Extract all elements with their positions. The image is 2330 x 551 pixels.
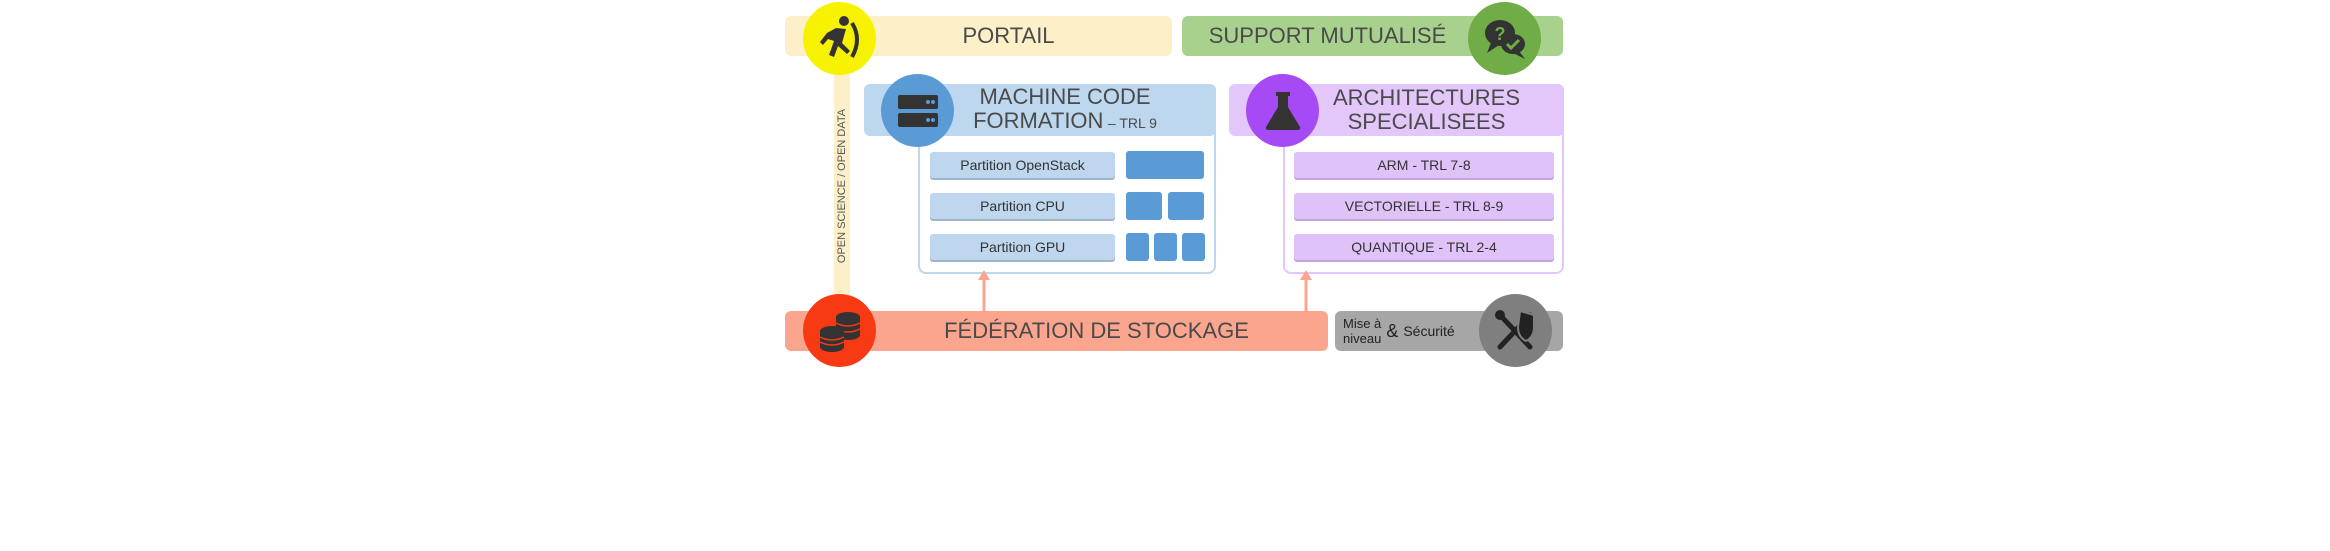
flask-icon: [1265, 91, 1300, 130]
support-label: SUPPORT MUTUALISÉ: [1208, 23, 1447, 48]
arch-icon-circle: [1246, 74, 1319, 147]
running-exit-icon: [819, 15, 859, 58]
partition-cpu-block: [1126, 192, 1162, 220]
machine-connector-arrowhead: [978, 270, 990, 280]
machine-trl: – TRL 9: [1107, 114, 1157, 131]
portail-icon-circle: [803, 2, 876, 75]
arch-connector-arrowhead: [1300, 270, 1312, 280]
maintenance-text-block: Mise à niveau: [1343, 316, 1381, 346]
maintenance-line1: Mise à: [1343, 316, 1382, 331]
open-data-bar: [834, 50, 850, 312]
partition-gpu-block: [1154, 233, 1177, 261]
arch-title-line1: ARCHITECTURES: [1332, 85, 1520, 110]
arch-item-quantique: QUANTIQUE - TRL 2-4: [1294, 234, 1554, 260]
partition-gpu-block: [1126, 233, 1149, 261]
support-icon-circle: ?: [1468, 2, 1541, 75]
arch-item-label: VECTORIELLE - TRL 8-9: [1344, 198, 1504, 214]
partition-openstack-block: [1126, 151, 1204, 179]
arch-item-arm: ARM - TRL 7-8: [1294, 152, 1554, 178]
partition-label: Partition OpenStack: [960, 157, 1085, 173]
stockage-bar: FÉDÉRATION DE STOCKAGE: [785, 311, 1328, 351]
partition-cpu: Partition CPU: [930, 193, 1115, 219]
question-chat-icon: ?: [1484, 19, 1525, 59]
tools-shield-icon: [1494, 309, 1535, 349]
portail-label: PORTAIL: [962, 23, 1055, 48]
maintenance-securite: Sécurité: [1403, 323, 1455, 339]
server-icon: [897, 94, 938, 127]
maintenance-line2: niveau: [1343, 331, 1382, 346]
arch-item-vectorielle: VECTORIELLE - TRL 8-9: [1294, 193, 1554, 219]
svg-text:?: ?: [1494, 24, 1505, 44]
stockage-icon-circle: [803, 294, 876, 367]
stockage-label: FÉDÉRATION DE STOCKAGE: [944, 318, 1249, 343]
maintenance-amp: &: [1386, 320, 1399, 341]
partition-cpu-block: [1168, 192, 1204, 220]
arch-item-label: ARM - TRL 7-8: [1377, 157, 1471, 173]
partition-label: Partition CPU: [980, 198, 1065, 214]
arch-title-line2: SPECIALISEES: [1347, 109, 1506, 134]
partition-label: Partition GPU: [979, 239, 1066, 255]
partition-gpu: Partition GPU: [930, 234, 1115, 260]
database-coins-icon: [819, 311, 860, 352]
machine-icon-circle: [881, 74, 954, 147]
machine-title-line1: MACHINE CODE: [979, 83, 1151, 109]
machine-title-line2-wrap: FORMATION – TRL 9: [973, 107, 1157, 136]
machine-title-line2: FORMATION: [973, 107, 1104, 133]
partition-openstack: Partition OpenStack: [930, 152, 1115, 178]
maintenance-icon-circle: [1479, 294, 1552, 367]
arch-item-label: QUANTIQUE - TRL 2-4: [1351, 239, 1497, 255]
partition-gpu-block: [1182, 233, 1205, 261]
